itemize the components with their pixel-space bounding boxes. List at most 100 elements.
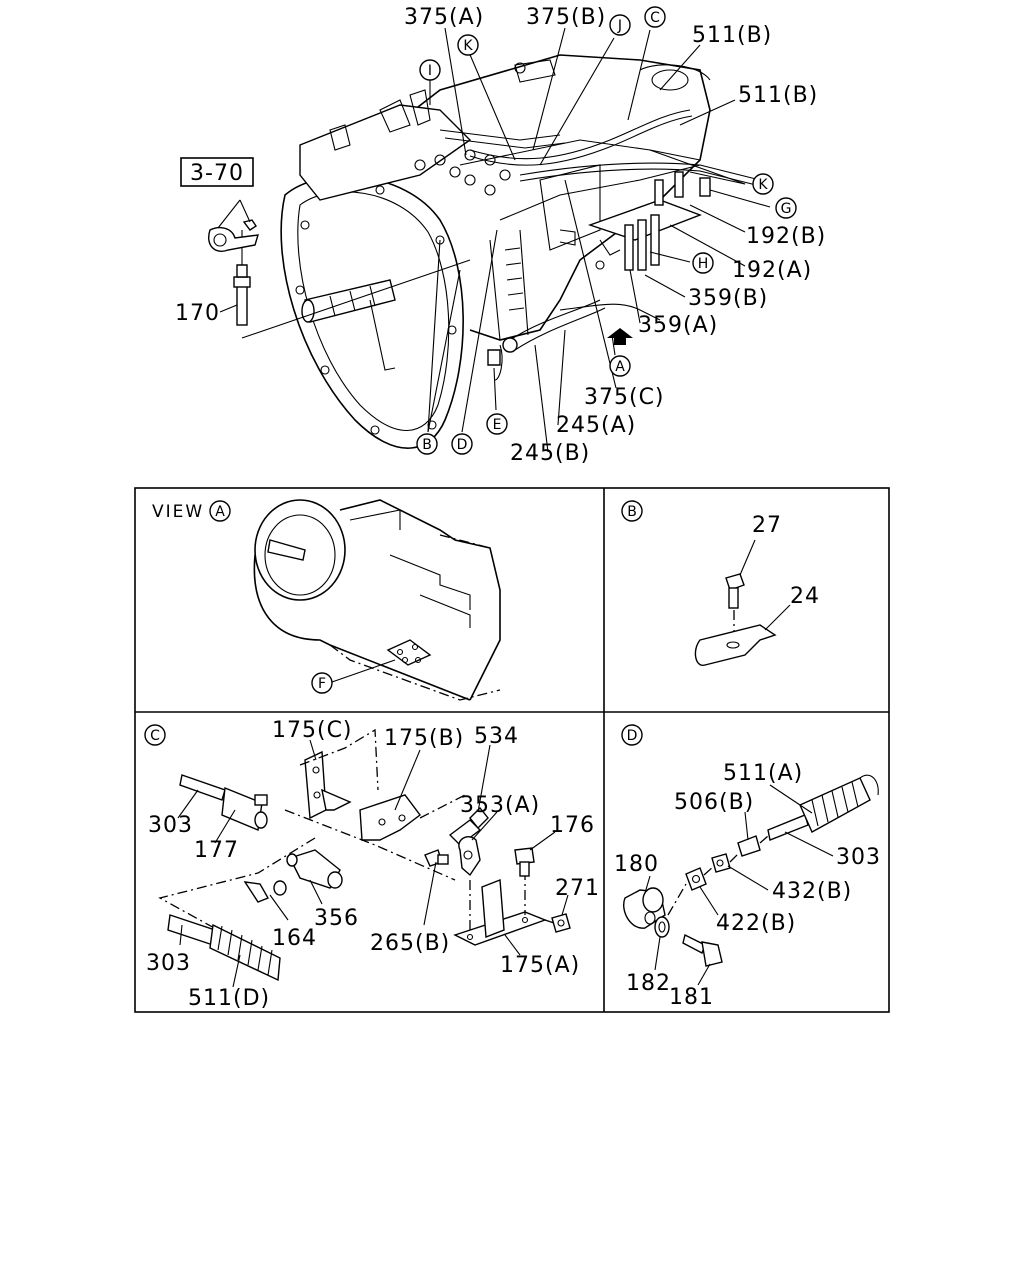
view-a-drawing bbox=[253, 499, 501, 701]
clip-24 bbox=[694, 624, 777, 666]
label-175b: 175(B) bbox=[384, 726, 464, 751]
panel-title: VIEW bbox=[152, 502, 204, 522]
panel-b: B 27 24 bbox=[621, 500, 820, 666]
stud-170 bbox=[233, 230, 251, 326]
label-303-lower: 303 bbox=[146, 951, 191, 976]
label-511b-top: 511(B) bbox=[692, 23, 772, 48]
bracket-175c bbox=[304, 750, 352, 820]
main-callouts: J C K I K G H A E D B bbox=[416, 6, 797, 455]
label-432b: 432(B) bbox=[772, 879, 852, 904]
callout-b: B bbox=[416, 433, 438, 455]
panel-c-leaders bbox=[177, 739, 569, 988]
panel-view-a: VIEW A F bbox=[152, 499, 501, 701]
svg-text:C: C bbox=[650, 10, 660, 26]
label-175c: 175(C) bbox=[272, 718, 353, 743]
svg-text:H: H bbox=[698, 256, 709, 272]
nut-432b bbox=[711, 853, 731, 873]
ref-box-label: 3-70 bbox=[190, 161, 244, 186]
callout-i: I bbox=[419, 59, 441, 81]
label-422b: 422(B) bbox=[716, 911, 796, 936]
svg-text:D: D bbox=[627, 728, 638, 744]
label-176: 176 bbox=[550, 813, 595, 838]
label-192b: 192(B) bbox=[746, 224, 826, 249]
callout-d: D bbox=[451, 433, 473, 455]
callout-k-top: K bbox=[457, 34, 479, 56]
label-359b: 359(B) bbox=[688, 286, 768, 311]
svg-text:B: B bbox=[422, 437, 432, 453]
pipe-fitting bbox=[487, 337, 518, 366]
label-182: 182 bbox=[626, 971, 671, 996]
boot-511d bbox=[167, 914, 281, 982]
label-180: 180 bbox=[614, 852, 659, 877]
bracket-175b bbox=[359, 794, 421, 841]
label-303-upper: 303 bbox=[148, 813, 193, 838]
svg-text:K: K bbox=[463, 38, 473, 54]
label-375c: 375(C) bbox=[584, 385, 665, 410]
main-part-labels: 375(A) 375(B) 511(B) 511(B) 192(B) 192(A… bbox=[175, 5, 826, 466]
panel-c: C bbox=[144, 718, 600, 1011]
callout-a: A bbox=[609, 355, 631, 377]
label-245b: 245(B) bbox=[510, 441, 590, 466]
svg-text:G: G bbox=[781, 201, 792, 217]
label-375a: 375(A) bbox=[404, 5, 484, 30]
label-375b: 375(B) bbox=[526, 5, 606, 30]
label-192a: 192(A) bbox=[732, 258, 812, 283]
callout-k-right: K bbox=[752, 173, 774, 195]
svg-text:I: I bbox=[428, 63, 432, 79]
svg-text:F: F bbox=[318, 676, 326, 692]
label-353a: 353(A) bbox=[460, 793, 540, 818]
callout-h: H bbox=[692, 252, 714, 274]
view-arrow-icon bbox=[607, 328, 633, 345]
label-271: 271 bbox=[555, 876, 600, 901]
washer-182 bbox=[654, 916, 670, 938]
svg-text:C: C bbox=[150, 728, 160, 744]
valve-block bbox=[559, 171, 711, 271]
label-245a: 245(A) bbox=[556, 413, 636, 438]
label-27: 27 bbox=[752, 513, 782, 538]
svg-text:B: B bbox=[627, 504, 637, 520]
panel-d: D bbox=[614, 724, 881, 1010]
panel-d-leaders bbox=[644, 784, 834, 986]
clip-353a bbox=[458, 836, 481, 877]
ref-box-3-70[interactable]: 3-70 bbox=[180, 157, 254, 187]
svg-text:E: E bbox=[493, 417, 502, 433]
clamp-3-70 bbox=[208, 219, 259, 252]
cable-end-177 bbox=[179, 774, 268, 831]
svg-text:K: K bbox=[758, 177, 768, 193]
label-170: 170 bbox=[175, 301, 220, 326]
svg-text:D: D bbox=[457, 437, 468, 453]
callout-g: G bbox=[775, 197, 797, 219]
label-265b: 265(B) bbox=[370, 931, 450, 956]
leader-lines bbox=[217, 27, 771, 453]
label-511a: 511(A) bbox=[723, 761, 803, 786]
label-534: 534 bbox=[474, 724, 519, 749]
bolt-27 bbox=[725, 573, 745, 645]
label-24: 24 bbox=[790, 584, 820, 609]
sleeve-506b bbox=[737, 835, 761, 857]
main-assembly: 3-70 375(A) 375(B) 511(B) 511(B) 192(B) … bbox=[175, 5, 826, 466]
label-303: 303 bbox=[836, 845, 881, 870]
fitting-356 bbox=[286, 849, 343, 889]
label-359a: 359(A) bbox=[638, 313, 718, 338]
title-callout-a: A bbox=[209, 500, 231, 522]
label-177: 177 bbox=[194, 838, 239, 863]
label-511b: 511(B) bbox=[738, 83, 818, 108]
title-callout-d: D bbox=[621, 724, 643, 746]
input-shaft bbox=[301, 279, 396, 371]
label-164: 164 bbox=[272, 926, 317, 951]
bracket-175a bbox=[453, 879, 547, 946]
svg-text:J: J bbox=[617, 18, 622, 34]
bolt-534 bbox=[448, 806, 489, 846]
fitting-164 bbox=[243, 880, 287, 903]
label-506b: 506(B) bbox=[674, 790, 754, 815]
boot-511a bbox=[767, 774, 879, 841]
callout-e: E bbox=[486, 413, 508, 435]
nut-271 bbox=[551, 913, 571, 933]
svg-text:A: A bbox=[615, 359, 625, 375]
bolt-265b bbox=[424, 849, 449, 867]
svg-text:A: A bbox=[215, 504, 225, 520]
bolt-181 bbox=[682, 933, 723, 967]
label-181: 181 bbox=[669, 985, 714, 1010]
shift-housing bbox=[299, 89, 566, 201]
